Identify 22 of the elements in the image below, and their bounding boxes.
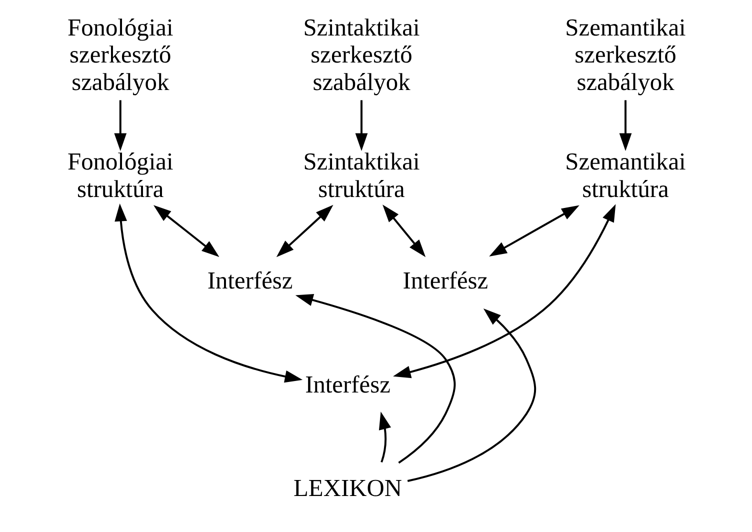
arrow bbox=[382, 204, 426, 258]
node-text: Interfész bbox=[402, 268, 488, 295]
node-text: Szintaktikai struktúra bbox=[303, 148, 420, 204]
arrow bbox=[153, 205, 220, 257]
arrow bbox=[393, 204, 616, 378]
arrow bbox=[114, 204, 303, 383]
arrow bbox=[378, 412, 391, 462]
arrow bbox=[114, 100, 127, 151]
arrow bbox=[619, 100, 632, 151]
node-text: Szintaktikai szerkesztő szabályok bbox=[303, 14, 420, 96]
node-text: Fonológiai szerkesztő szabályok bbox=[68, 14, 174, 96]
arrow bbox=[295, 294, 456, 464]
arrow bbox=[407, 308, 536, 482]
node-text: Szemantikai struktúra bbox=[565, 148, 686, 204]
arrow bbox=[355, 100, 368, 151]
node-text: Fonológiai struktúra bbox=[68, 148, 174, 204]
node-text: Szemantikai szerkesztő szabályok bbox=[565, 14, 686, 96]
node-text: Interfész bbox=[305, 371, 390, 398]
node-text: LEXIKON bbox=[294, 475, 402, 502]
arrow bbox=[276, 204, 334, 258]
node-text: Interfész bbox=[207, 268, 293, 295]
arrow bbox=[489, 205, 580, 256]
